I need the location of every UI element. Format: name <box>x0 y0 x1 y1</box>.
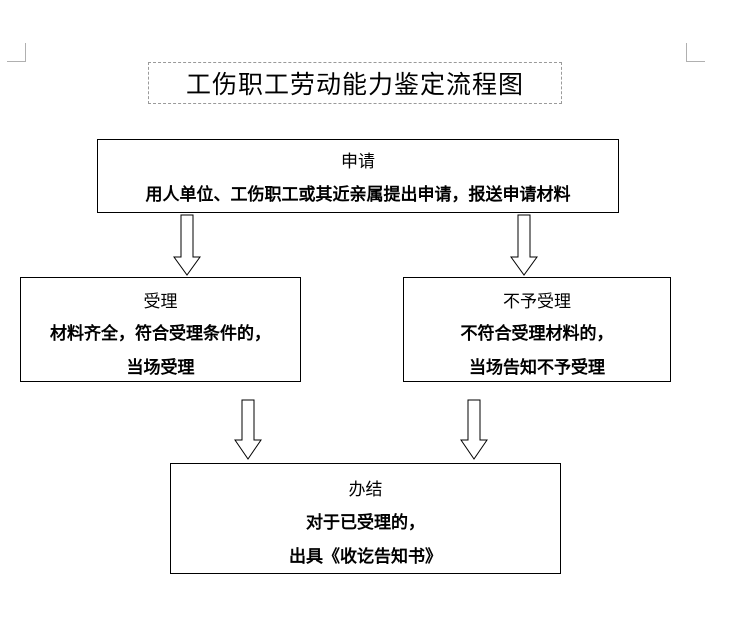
page-corner-mark-top-left <box>7 43 26 62</box>
arrow-apply-to-accept <box>173 214 201 276</box>
diagram-title: 工伤职工劳动能力鉴定流程图 <box>185 70 524 99</box>
node-reject-text-line2: 当场告知不予受理 <box>469 358 605 378</box>
page-corner-mark-top-right <box>686 43 705 62</box>
arrow-reject-to-finish <box>460 399 488 460</box>
node-finish: 办结 对于已受理的， 出具《收讫告知书》 <box>170 463 561 574</box>
node-apply-heading: 申请 <box>341 152 375 172</box>
node-finish-heading: 办结 <box>348 480 383 500</box>
node-reject: 不予受理 不符合受理材料的， 当场告知不予受理 <box>403 277 671 382</box>
node-accept-text-line1: 材料齐全，符合受理条件的， <box>50 324 271 344</box>
node-finish-text-line1: 对于已受理的， <box>306 513 425 533</box>
node-finish-text-line2: 出具《收讫告知书》 <box>289 547 442 567</box>
node-accept-heading: 受理 <box>143 292 178 312</box>
diagram-title-box: 工伤职工劳动能力鉴定流程图 <box>148 62 562 104</box>
arrow-apply-to-reject <box>510 214 538 276</box>
node-reject-heading: 不予受理 <box>503 292 571 312</box>
arrow-accept-to-finish <box>234 399 262 460</box>
node-reject-text-line1: 不符合受理材料的， <box>460 324 614 344</box>
node-accept-text-line2: 当场受理 <box>126 358 195 378</box>
node-apply: 申请 用人单位、工伤职工或其近亲属提出申请，报送申请材料 <box>97 139 619 213</box>
node-apply-text: 用人单位、工伤职工或其近亲属提出申请，报送申请材料 <box>145 185 571 205</box>
node-accept: 受理 材料齐全，符合受理条件的， 当场受理 <box>20 277 301 382</box>
